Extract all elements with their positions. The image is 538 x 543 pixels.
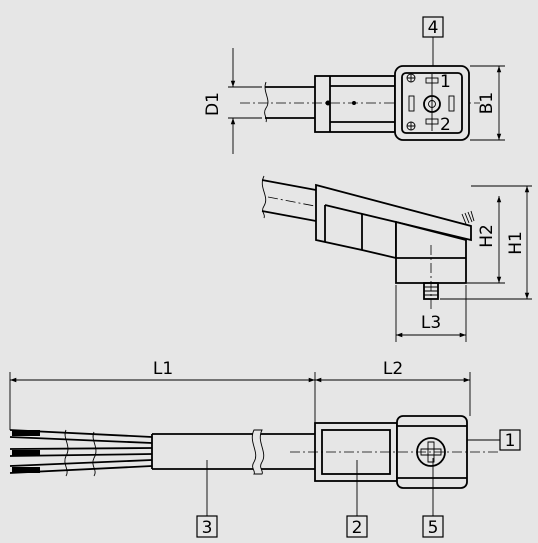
pin-label-1: 1 bbox=[440, 72, 451, 92]
dim-h2-label: H2 bbox=[477, 224, 497, 248]
top-view: 1 2 D1 B1 4 bbox=[203, 16, 505, 154]
callout-5-label: 5 bbox=[428, 518, 439, 538]
dim-l3-label: L3 bbox=[421, 313, 441, 333]
callout-4-label: 4 bbox=[428, 18, 439, 38]
dim-l2-label: L2 bbox=[383, 359, 403, 379]
wire-ends bbox=[9, 429, 153, 477]
pin-label-2: 2 bbox=[440, 115, 451, 135]
front-view: L1 L2 1 3 2 5 bbox=[9, 359, 521, 538]
callout-1-label: 1 bbox=[505, 431, 516, 451]
dim-h1-label: H1 bbox=[506, 231, 526, 255]
dim-l1-label: L1 bbox=[153, 359, 173, 379]
dim-b1-label: B1 bbox=[477, 92, 497, 114]
callout-3-label: 3 bbox=[202, 518, 213, 538]
callout-2-label: 2 bbox=[352, 518, 363, 538]
dim-d1-label: D1 bbox=[203, 92, 223, 116]
side-view: H1 H2 L3 bbox=[261, 175, 532, 342]
